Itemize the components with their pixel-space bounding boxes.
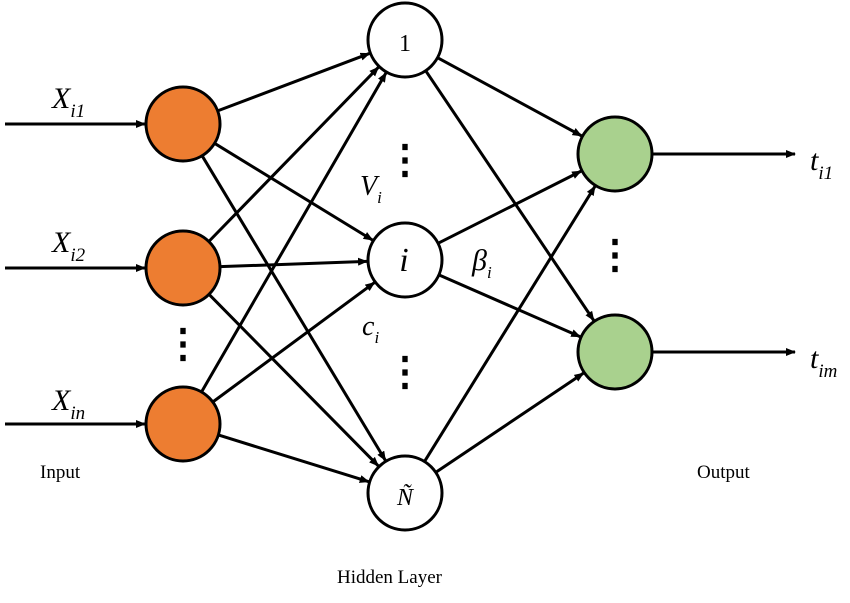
output-node-2 [576, 313, 654, 391]
hidden-node-2 [366, 221, 444, 299]
edge-in2-h3 [207, 293, 380, 468]
input-label-1: Xi1 [51, 82, 85, 122]
hidden-node-i-label: i [399, 242, 408, 279]
output-layer-label: Output [697, 462, 751, 483]
hidden-node-n-label: Ñ [396, 484, 415, 511]
input-label-2: Xi2 [51, 226, 86, 266]
edge-h2-out2 [438, 273, 582, 339]
edge-in3-h2 [211, 281, 376, 404]
edge-in1-h2 [213, 142, 374, 242]
output-weight-label: βi [471, 244, 492, 282]
input-label-n: Xin [51, 384, 85, 424]
hidden-ellipsis-top: ⋮ [385, 137, 425, 182]
edge-in3-h3 [217, 433, 370, 484]
network-nodes [144, 1, 654, 532]
connection-arrows [5, 52, 796, 484]
edge-in3-h1 [200, 72, 388, 393]
edge-in1-h1 [217, 52, 371, 113]
output-node-1 [576, 115, 654, 193]
bias-label: ci [362, 311, 379, 347]
edge-h1-out2 [424, 69, 596, 322]
hidden-ellipsis-bottom: ⋮ [385, 349, 425, 394]
edge-h3-out1 [423, 185, 597, 463]
input-ellipsis: ⋮ [163, 321, 203, 366]
input-weight-label: Vi [360, 171, 382, 207]
input-node-3 [144, 385, 222, 463]
output-label-m: tim [810, 342, 837, 382]
input-labels: Xi1 Xi2 Xin [51, 82, 86, 424]
edge-h2-out1 [437, 169, 582, 245]
hidden-node-1-label: 1 [399, 31, 411, 57]
output-ellipsis: ⋮ [595, 232, 635, 277]
output-labels: ti1 tim [810, 144, 837, 382]
edge-h1-out1 [436, 56, 583, 138]
output-label-1: ti1 [810, 144, 833, 184]
input-node-1 [144, 85, 222, 163]
hidden-node-1 [366, 1, 444, 79]
edge-in2-h1 [207, 66, 380, 243]
hidden-layer-label: Hidden Layer [337, 567, 443, 588]
edge-h3-out2 [434, 371, 585, 474]
input-layer-label: Input [40, 462, 81, 483]
input-node-2 [144, 229, 222, 307]
edge-in1-h3 [200, 154, 387, 462]
hidden-node-3 [366, 454, 444, 532]
edge-in2-h2 [219, 257, 369, 269]
